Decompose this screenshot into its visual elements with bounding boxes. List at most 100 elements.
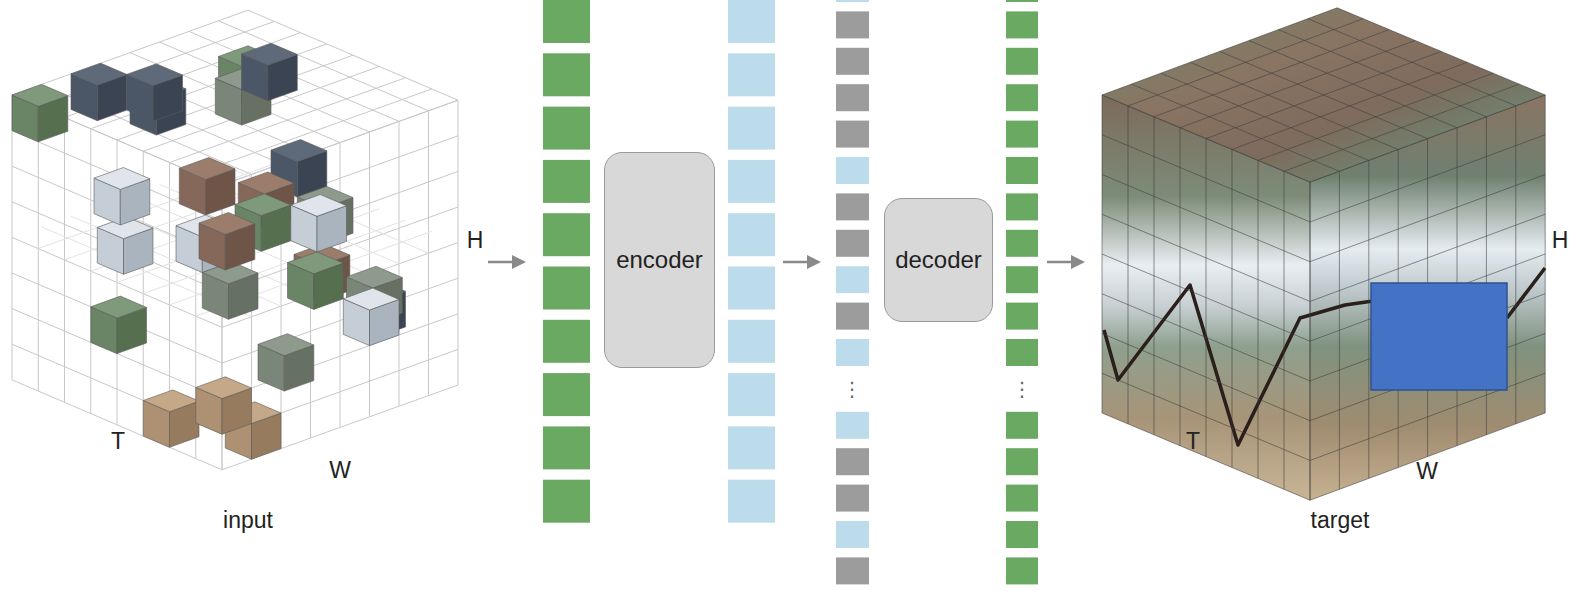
token xyxy=(1006,11,1038,38)
box-label: encoder xyxy=(616,246,703,274)
token xyxy=(728,107,775,150)
grid-line xyxy=(1515,106,1516,424)
token xyxy=(1006,121,1038,148)
video-face xyxy=(1102,8,1545,182)
axis-label: H xyxy=(467,229,484,252)
token xyxy=(728,320,775,363)
grid-line xyxy=(1310,95,1545,182)
masked-patch xyxy=(347,266,403,288)
grid-line xyxy=(1102,294,1310,381)
grid-line xyxy=(1310,413,1545,500)
grid-line xyxy=(222,385,458,470)
token xyxy=(543,53,590,96)
grid-line xyxy=(1102,413,1310,500)
axis-label: H xyxy=(1552,229,1569,252)
masked-patch xyxy=(343,288,399,310)
grid-line xyxy=(1249,41,1457,128)
grid-line xyxy=(1284,84,1519,171)
token xyxy=(543,213,590,256)
caption-label: target xyxy=(1311,509,1370,532)
token xyxy=(836,448,869,475)
grid-line xyxy=(1206,51,1441,138)
token xyxy=(543,160,590,203)
grid-line xyxy=(1102,334,1310,421)
token xyxy=(836,303,869,330)
encoder-box: encoder xyxy=(604,152,715,368)
token xyxy=(836,412,869,439)
token xyxy=(543,107,590,150)
arrow xyxy=(783,261,810,264)
token xyxy=(836,557,869,584)
token xyxy=(836,485,869,512)
grid-line xyxy=(1102,373,1310,460)
token xyxy=(728,373,775,416)
masked-patch xyxy=(127,64,183,86)
token xyxy=(1006,266,1038,293)
grid-line xyxy=(160,42,370,132)
masked-patch xyxy=(242,43,298,65)
grid-line xyxy=(222,314,458,399)
arrow xyxy=(1047,261,1074,264)
grid-line xyxy=(12,273,222,363)
grid-line xyxy=(1308,19,1516,106)
token xyxy=(1006,339,1038,366)
token xyxy=(1006,412,1038,439)
masked-patch xyxy=(71,63,127,85)
token xyxy=(836,193,869,220)
token xyxy=(543,267,590,310)
masked-patch xyxy=(91,296,147,318)
arrow xyxy=(488,261,515,264)
token xyxy=(543,320,590,363)
token xyxy=(728,160,775,203)
grid-line xyxy=(1102,8,1337,95)
caption-label: input xyxy=(223,509,273,532)
box-label: decoder xyxy=(895,246,982,274)
arrow-head xyxy=(1071,255,1085,269)
token xyxy=(728,213,775,256)
token xyxy=(1006,230,1038,257)
token xyxy=(1006,157,1038,184)
arrow-head xyxy=(807,255,821,269)
masked-patch xyxy=(143,390,199,412)
grid-line xyxy=(1232,62,1467,149)
axis-label: W xyxy=(329,459,351,482)
decoder-box: decoder xyxy=(884,198,993,322)
token xyxy=(728,267,775,310)
grid-line xyxy=(222,243,458,328)
grid-line xyxy=(1258,73,1493,160)
token xyxy=(836,157,869,184)
grid-line xyxy=(1284,171,1285,489)
token xyxy=(836,121,869,148)
token xyxy=(1006,84,1038,111)
token xyxy=(836,0,869,2)
grid-line xyxy=(458,100,459,385)
token xyxy=(1006,485,1038,512)
token xyxy=(1006,521,1038,548)
masked-patch xyxy=(179,158,235,180)
token xyxy=(836,339,869,366)
token xyxy=(1006,303,1038,330)
masked-patch xyxy=(258,334,314,356)
axis-label: T xyxy=(1186,430,1200,453)
token xyxy=(728,480,775,523)
masked-patch xyxy=(288,252,344,274)
token xyxy=(728,53,775,96)
token xyxy=(1006,193,1038,220)
masked-patch xyxy=(235,194,291,216)
token xyxy=(543,480,590,523)
ellipsis: ⋮ xyxy=(1008,377,1036,401)
rope xyxy=(1507,268,1545,318)
masked-patch xyxy=(196,377,252,399)
grid-line xyxy=(1545,95,1546,413)
grid-line xyxy=(1310,182,1311,500)
token xyxy=(836,84,869,111)
grid-line xyxy=(12,380,222,470)
token xyxy=(543,373,590,416)
grid-line xyxy=(1102,254,1310,341)
token xyxy=(836,48,869,75)
token xyxy=(836,230,869,257)
token xyxy=(543,0,590,43)
token xyxy=(836,521,869,548)
token xyxy=(1006,0,1038,2)
